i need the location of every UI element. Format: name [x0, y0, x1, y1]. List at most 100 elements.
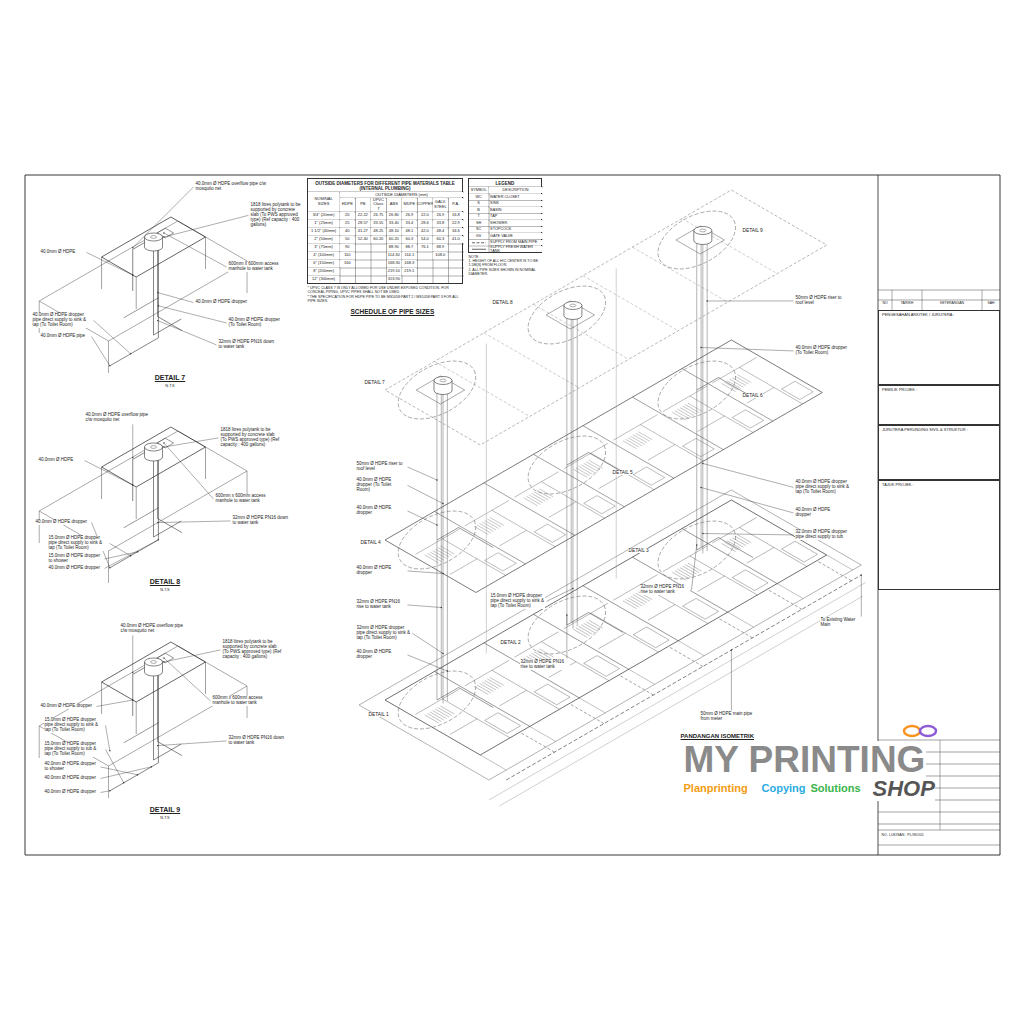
branch-pipe	[697, 538, 753, 558]
vertical-pipe	[566, 315, 567, 625]
stair-tread	[537, 490, 551, 498]
party-wall	[583, 426, 674, 479]
leader-dot	[132, 672, 133, 673]
title-block-rule	[878, 824, 1000, 825]
legend-text: SUPPLY FRESH WATER TANK	[490, 246, 542, 252]
stair-tread	[427, 554, 441, 562]
room-wall	[499, 530, 526, 546]
table-cell: 160	[340, 260, 354, 267]
stair-tread	[625, 599, 639, 607]
leader-line	[861, 575, 862, 617]
branch-pipe	[158, 317, 182, 331]
leader-line	[164, 443, 214, 499]
tank-lid	[700, 229, 706, 232]
leader-line	[164, 215, 249, 237]
tank-lid	[151, 236, 157, 239]
pipe-callout: 15.0mm Ø HDPE dropper pipe direct supply…	[48, 536, 108, 551]
tank-platform	[676, 226, 724, 254]
legend-text: SHOWER	[490, 220, 542, 226]
table-cell: 16.8	[449, 212, 463, 219]
stair-tread	[722, 384, 736, 392]
legend-cell: GV	[469, 233, 488, 239]
legend-text: WATER CLOSET	[490, 194, 542, 200]
floor-plate	[385, 190, 827, 445]
watermark-tagline: Solutions	[810, 782, 861, 794]
leader-line	[158, 521, 231, 523]
leader-dot	[157, 320, 158, 321]
table-cell: 3" (75mm)	[308, 244, 339, 251]
stair-tread	[584, 463, 598, 471]
room-wall	[492, 510, 555, 547]
tank-top	[145, 233, 163, 241]
stair-tread	[688, 563, 702, 571]
leader-dot	[157, 292, 158, 293]
branch-pipe	[158, 742, 182, 756]
table-cell: 50	[340, 236, 354, 243]
pipe-callout: 40.0mm Ø HDPE	[38, 458, 83, 463]
stair-tread	[688, 403, 702, 411]
leader-line	[408, 511, 437, 525]
pipe-callout: 32mm Ø HDPE PN16 rise to water tank	[356, 600, 406, 610]
table-cell: 20	[340, 212, 354, 219]
title-block-rule	[940, 740, 941, 830]
table-cell: 12" (300mm)	[308, 276, 339, 283]
room-wall	[690, 556, 758, 595]
stair-tread	[490, 677, 504, 685]
detail-drawing	[39, 427, 247, 583]
leader-line	[566, 615, 567, 659]
pipe-callout: 15.0mm Ø HDPE dropper pipe direct supply…	[490, 594, 545, 609]
table-cell: NOMINAL SIZES	[308, 192, 339, 211]
leader-dot	[158, 539, 159, 540]
room-wall	[415, 529, 459, 555]
party-wall	[533, 304, 628, 359]
pipe-callout: 40.0mm Ø HDPE dropper pipe direct supply…	[795, 480, 850, 495]
legend-cell: SH	[469, 220, 488, 226]
stair-tread	[438, 548, 452, 556]
leader-dot	[731, 649, 732, 650]
detail-title: DETAIL 8	[145, 578, 185, 586]
leader-dot	[132, 457, 133, 458]
stair-tread	[735, 376, 749, 384]
revision-heading: SAH	[984, 302, 998, 306]
dropper-pipe	[157, 455, 158, 519]
detail-title: DETAIL 7	[150, 374, 190, 382]
toilet-room	[683, 438, 715, 456]
party-wall	[682, 219, 777, 274]
legend-text: GATE VALVE	[490, 233, 542, 239]
table-cell: 88.9	[433, 244, 447, 251]
party-wall	[632, 557, 727, 612]
leader-line	[106, 749, 124, 782]
toilet-room	[782, 381, 814, 399]
stair-tread	[482, 522, 496, 530]
wall-line	[39, 726, 40, 758]
table-cell: 60.3	[433, 236, 447, 243]
room-wall	[591, 613, 659, 652]
table-cell: 52.40	[356, 236, 370, 243]
wall-line	[39, 511, 40, 543]
stair-tread	[487, 519, 501, 527]
pipe-callout: 40.0mm Ø HDPE dropper	[795, 508, 845, 518]
room-wall	[492, 670, 560, 709]
table-cell: 26.9	[402, 212, 416, 219]
leader-line	[547, 589, 573, 602]
stair-tread	[433, 551, 447, 559]
detail-marker: DETAIL 3	[628, 548, 649, 553]
stair-tread	[730, 539, 744, 547]
room-wall	[648, 605, 675, 621]
pipe-callout: 40.0mm Ø HDPE overflow pipe c/w mosquito…	[120, 624, 190, 634]
branch-supply-pipe	[668, 646, 703, 666]
branch-pipe	[158, 519, 182, 533]
branch-supply-pipe	[520, 732, 555, 752]
legend-cell: WC	[469, 194, 488, 200]
party-wall	[484, 483, 575, 536]
drawing-title: PANDANGAN ISOMETRIK	[680, 733, 755, 740]
stair-tread	[485, 520, 499, 528]
tank-lid	[151, 446, 157, 449]
watermark: SHOP	[872, 777, 935, 801]
room-wall	[591, 453, 654, 490]
toilet-room	[782, 541, 818, 562]
pipe-callout: 32mm Ø HDPE dropper pipe direct supply t…	[356, 626, 411, 641]
room-wall	[499, 690, 526, 706]
leader-line	[106, 725, 110, 750]
tank-lid	[440, 379, 446, 382]
